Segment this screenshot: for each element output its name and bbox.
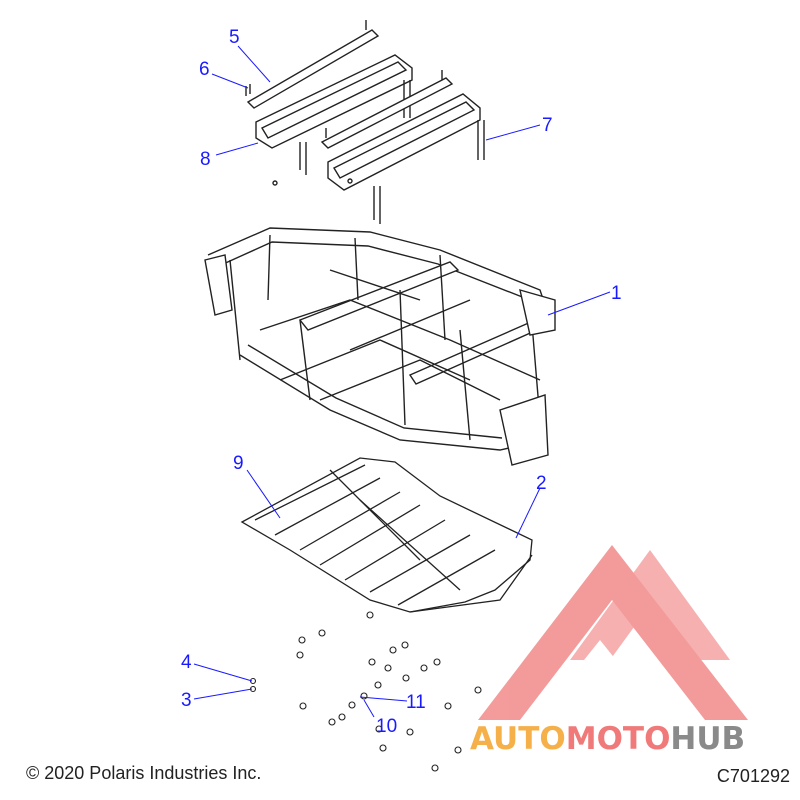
callout-labels: 5 6 7 8 1 9 2 4 3 11 10 bbox=[181, 27, 622, 737]
callout-7: 7 bbox=[542, 115, 553, 136]
callout-2: 2 bbox=[536, 473, 547, 494]
callout-1: 1 bbox=[611, 283, 622, 304]
callout-5: 5 bbox=[229, 27, 240, 48]
watermark-hub: HUB bbox=[670, 721, 745, 757]
callout-3: 3 bbox=[181, 690, 192, 711]
callout-9: 9 bbox=[233, 453, 244, 474]
watermark-text: AUTOMOTOHUB bbox=[470, 721, 745, 757]
leader-lines bbox=[193, 45, 611, 718]
copyright-notice: © 2020 Polaris Industries Inc. bbox=[26, 763, 262, 783]
callout-11: 11 bbox=[406, 692, 426, 713]
watermark-auto: AUTO bbox=[470, 721, 566, 757]
svg-text:AUTOMOTOHUB: AUTOMOTOHUB bbox=[470, 721, 745, 757]
fasteners bbox=[249, 611, 482, 772]
callout-4: 4 bbox=[181, 652, 192, 673]
diagram-id: C701292 bbox=[716, 766, 790, 786]
watermark-moto: MOTO bbox=[566, 721, 671, 757]
skid-plate-assembly bbox=[240, 457, 533, 613]
callout-10: 10 bbox=[376, 716, 397, 737]
roof-rack-assembly bbox=[245, 20, 485, 224]
watermark-logo-icon bbox=[478, 545, 748, 720]
callout-6: 6 bbox=[199, 59, 210, 80]
callout-8: 8 bbox=[200, 149, 211, 170]
main-frame-assembly bbox=[204, 227, 556, 466]
